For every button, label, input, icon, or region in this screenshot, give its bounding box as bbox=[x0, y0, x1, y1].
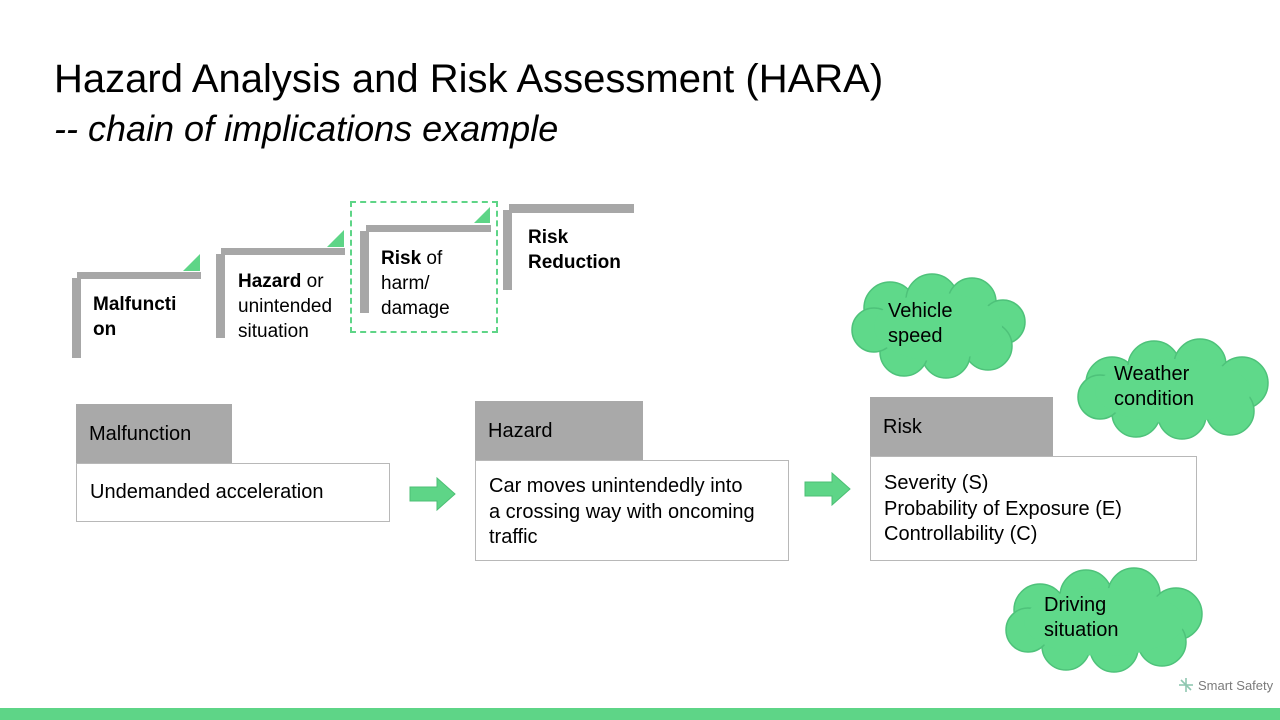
step-2-corner-icon bbox=[327, 230, 344, 247]
bottom-accent-bar bbox=[0, 708, 1280, 720]
step-3-highlight-frame bbox=[350, 201, 498, 333]
step-3-corner-icon bbox=[474, 207, 490, 223]
malfunction-header: Malfunction bbox=[76, 404, 232, 464]
step-3-left-bar bbox=[360, 231, 369, 313]
step-4-top-bar bbox=[509, 204, 634, 213]
step-4-left-bar bbox=[503, 210, 512, 290]
slide-title: Hazard Analysis and Risk Assessment (HAR… bbox=[54, 57, 884, 101]
step-2-left-bar bbox=[216, 254, 225, 338]
smart-safety-logo-icon bbox=[1179, 678, 1193, 692]
brand-logo: Smart Safety bbox=[1178, 677, 1273, 693]
hazard-header: Hazard bbox=[475, 401, 643, 461]
arrow-right-icon bbox=[409, 477, 456, 511]
step-1-corner-icon bbox=[183, 254, 200, 271]
vehicle-speed-cloud-icon bbox=[851, 273, 1026, 379]
driving-situation-cloud-icon bbox=[1005, 567, 1203, 673]
step-1-left-bar bbox=[72, 278, 81, 358]
step-2-top-bar bbox=[221, 248, 345, 255]
malfunction-body: Undemanded acceleration bbox=[76, 463, 390, 522]
step-3-label: Risk of harm/ damage bbox=[381, 248, 450, 319]
step-1-top-bar bbox=[77, 272, 201, 279]
step-3-top-bar bbox=[366, 225, 491, 232]
weather-cloud-icon bbox=[1077, 338, 1269, 440]
hazard-body: Car moves unintendedly into a crossing w… bbox=[475, 460, 789, 561]
slide-subtitle: -- chain of implications example bbox=[54, 108, 559, 149]
risk-body: Severity (S) Probability of Exposure (E)… bbox=[870, 456, 1197, 561]
step-2-label: Hazard or unintended situation bbox=[238, 271, 333, 342]
risk-header: Risk bbox=[870, 397, 1053, 457]
brand-name: Smart Safety bbox=[1198, 677, 1274, 693]
arrow-right-icon bbox=[804, 472, 851, 506]
